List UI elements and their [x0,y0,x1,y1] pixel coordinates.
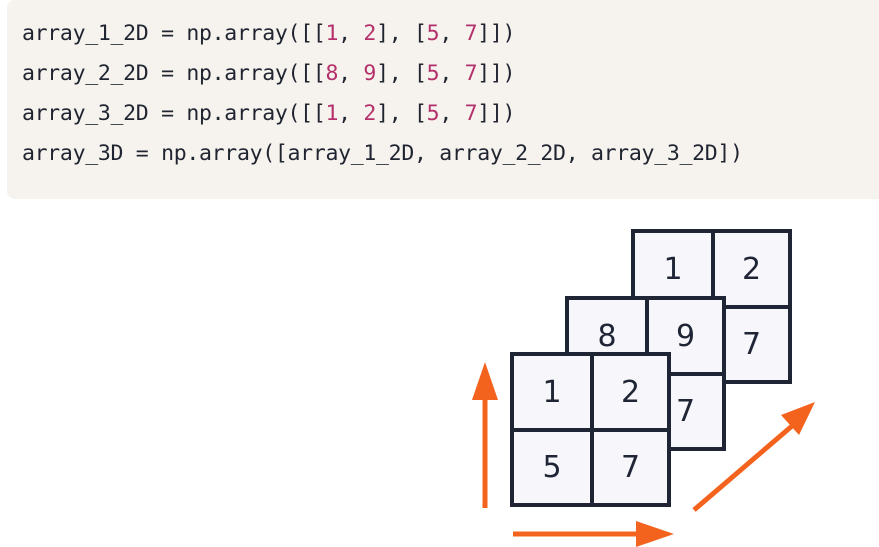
cell-front-0: 1 [542,374,562,410]
cell-front-2: 5 [542,450,562,485]
cell-middle-0: 8 [597,318,617,354]
cell-front-1: 2 [620,374,641,410]
cell-front-3: 7 [620,450,641,485]
cell-middle-1: 9 [675,318,696,354]
cell-back-0: 1 [663,251,683,287]
code-line-2: array_2_2D = np.array([[8, 9], [5, 7]]) [22,61,516,86]
cell-back-1: 2 [741,251,762,287]
grid-front: 1 2 5 7 [510,352,671,507]
code-block: array_1_2D = np.array([[1, 2], [5, 7]]) … [7,0,879,199]
horizontal-axis-arrow [513,521,674,547]
cell-back-3: 7 [741,327,762,362]
code-line-4: array_3D = np.array([array_1_2D, array_2… [22,141,743,166]
code-line-1: array_1_2D = np.array([[1, 2], [5, 7]]) [22,21,516,46]
code-line-3: array_3_2D = np.array([[1, 2], [5, 7]]) [22,101,516,126]
cell-middle-3: 7 [675,394,696,429]
vertical-axis-arrow [472,362,498,508]
